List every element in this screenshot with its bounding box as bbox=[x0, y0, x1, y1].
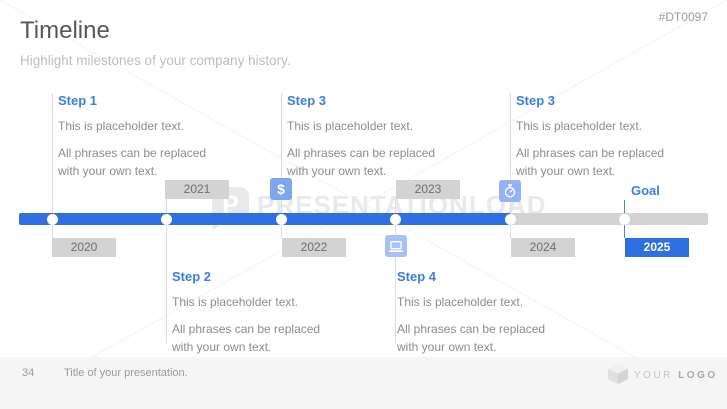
year-box-2024[interactable]: 2024 bbox=[511, 238, 575, 257]
step-title: Step 3 bbox=[287, 93, 327, 108]
year-box-2020[interactable]: 2020 bbox=[52, 238, 116, 257]
step-text: All phrases can be replaced bbox=[397, 321, 546, 336]
dollar-glyph: $ bbox=[277, 181, 285, 197]
laptop-glyph bbox=[389, 240, 403, 252]
timeline-marker-2021[interactable] bbox=[161, 214, 172, 225]
step-block-2[interactable]: Step 2 This is placeholder text. All phr… bbox=[172, 269, 350, 357]
connector-line bbox=[395, 199, 396, 213]
step-block-3-right[interactable]: Step 3 This is placeholder text. All phr… bbox=[516, 93, 694, 181]
timeline-marker-2022[interactable] bbox=[276, 214, 287, 225]
connector-line bbox=[166, 199, 167, 213]
step-text: All phrases can be replaced bbox=[58, 145, 207, 160]
connector-line bbox=[52, 93, 53, 213]
template-code: #DT0097 bbox=[658, 10, 708, 24]
connector-line bbox=[510, 225, 511, 238]
step-title: Step 4 bbox=[397, 269, 437, 284]
timeline-marker-2023[interactable] bbox=[390, 214, 401, 225]
year-box-2025[interactable]: 2025 bbox=[625, 238, 689, 257]
timeline-marker-2020[interactable] bbox=[47, 214, 58, 225]
step-text: with your own text. bbox=[287, 164, 387, 179]
connector-line bbox=[281, 225, 282, 238]
page-title[interactable]: Timeline bbox=[20, 17, 110, 44]
step-text: This is placeholder text. bbox=[172, 295, 299, 309]
step-text: All phrases can be replaced bbox=[516, 145, 665, 160]
step-title: Step 1 bbox=[58, 93, 98, 108]
company-logo-icon bbox=[608, 364, 628, 384]
footer-band bbox=[0, 357, 727, 409]
year-box-2023[interactable]: 2023 bbox=[396, 180, 460, 199]
connector-line-goal bbox=[624, 200, 625, 213]
page-subtitle[interactable]: Highlight milestones of your company his… bbox=[20, 53, 291, 68]
year-box-2021[interactable]: 2021 bbox=[165, 180, 229, 199]
step-block-1[interactable]: Step 1 This is placeholder text. All phr… bbox=[58, 93, 236, 181]
page-number: 34 bbox=[22, 367, 35, 379]
step-text: This is placeholder text. bbox=[287, 119, 414, 133]
step-block-4[interactable]: Step 4 This is placeholder text. All phr… bbox=[397, 269, 575, 357]
timeline-bar[interactable] bbox=[19, 213, 708, 225]
step-text: This is placeholder text. bbox=[516, 119, 643, 133]
connector-line bbox=[395, 225, 396, 343]
connector-line bbox=[281, 93, 282, 213]
dollar-icon[interactable]: $ bbox=[270, 178, 292, 200]
connector-line bbox=[166, 225, 167, 343]
stopwatch-icon[interactable] bbox=[499, 180, 521, 202]
laptop-icon[interactable] bbox=[385, 235, 407, 257]
connector-line-goal bbox=[624, 225, 625, 238]
timeline-bar-progress bbox=[19, 213, 510, 225]
timeline-marker-2025[interactable] bbox=[619, 214, 630, 225]
timeline-marker-2024[interactable] bbox=[505, 214, 516, 225]
step-block-3-middle[interactable]: Step 3 This is placeholder text. All phr… bbox=[287, 93, 465, 181]
step-text: All phrases can be replaced bbox=[172, 321, 321, 336]
footer-presentation-title: Title of your presentation. bbox=[64, 367, 188, 379]
step-text: All phrases can be replaced bbox=[287, 145, 436, 160]
step-text: with your own text. bbox=[172, 340, 272, 355]
step-text: This is placeholder text. bbox=[58, 119, 185, 133]
logo-word-bold: LOGO bbox=[678, 370, 718, 381]
step-text: with your own text. bbox=[397, 340, 497, 355]
logo-word-light: YOUR bbox=[634, 370, 673, 381]
step-title: Step 3 bbox=[516, 93, 556, 108]
connector-line bbox=[52, 225, 53, 238]
step-text: with your own text. bbox=[516, 164, 616, 179]
your-logo-text: YOUR LOGO bbox=[634, 370, 718, 381]
step-title: Step 2 bbox=[172, 269, 212, 284]
year-box-2022[interactable]: 2022 bbox=[282, 238, 346, 257]
step-text: This is placeholder text. bbox=[397, 295, 524, 309]
step-text: with your own text. bbox=[58, 164, 158, 179]
stopwatch-glyph bbox=[504, 184, 516, 198]
goal-label[interactable]: Goal bbox=[631, 183, 660, 198]
connector-line bbox=[510, 93, 511, 213]
